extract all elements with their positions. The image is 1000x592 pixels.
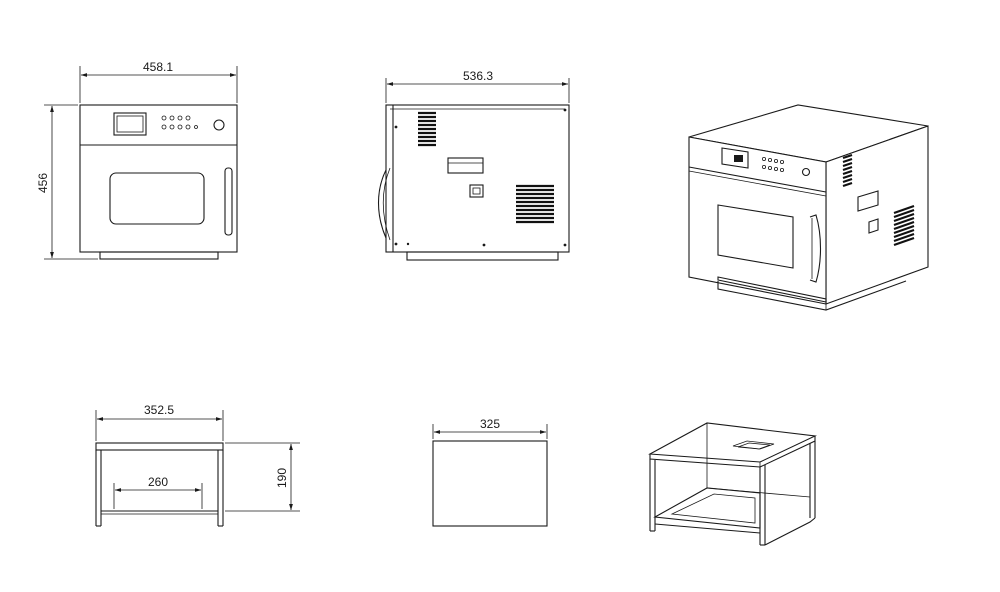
dim-cavity-height: 190 (275, 468, 289, 488)
bottom-vent (516, 184, 554, 224)
isometric-view (688, 104, 929, 311)
iso-top-vent (842, 153, 853, 188)
control-buttons (161, 115, 198, 130)
knob-icon (213, 119, 225, 131)
dim-front-width: 458.1 (143, 60, 173, 74)
iso-bottom-vent (893, 204, 915, 247)
dim-cavity-inner-width: 260 (148, 475, 168, 489)
dim-front-height: 456 (36, 173, 50, 193)
dim-tray-width: 325 (480, 417, 500, 431)
cavity-isometric-view (648, 422, 817, 546)
dim-side-depth: 536.3 (463, 69, 493, 83)
tray-view: 325 (432, 417, 548, 527)
front-view: 458.1 456 (36, 60, 238, 260)
side-view: 536.3 (378, 69, 570, 261)
dim-cavity-width: 352.5 (144, 403, 174, 417)
top-vent (418, 111, 436, 147)
cavity-front-view: 352.5 260 190 (95, 403, 300, 527)
